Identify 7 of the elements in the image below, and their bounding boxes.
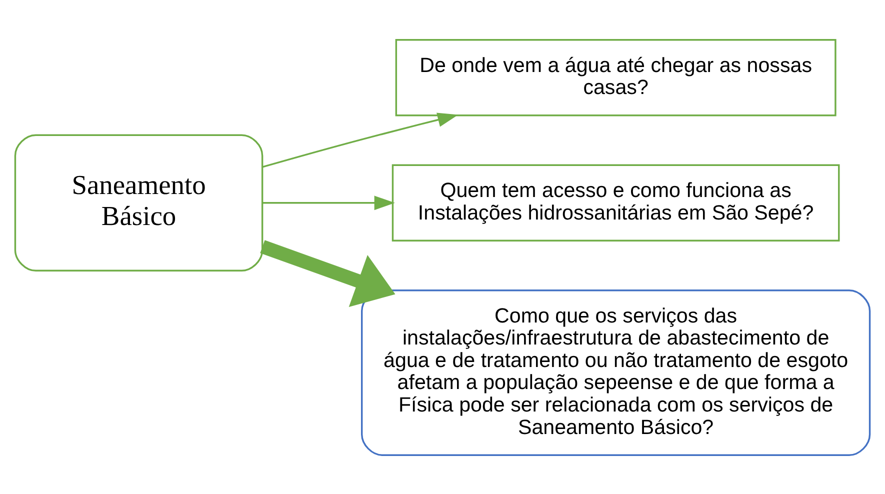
node-box: Saneamento Básico (14, 134, 264, 272)
arrow (260, 240, 396, 306)
arrow (262, 195, 395, 210)
node-box: Como que os serviços das instalações/infraestrutura de abastecimento de água e de tratamento ou não tratamento de esgoto afetam a população sepeense e de que forma a Física pode ser relacionada com os serviços de Saneamento Básico? (361, 289, 871, 456)
arrow (262, 112, 458, 168)
node-box: Quem tem acesso e como funciona as Instalações hidrossanitárias em São Sepé? (392, 164, 840, 241)
node-box: De onde vem a água até chegar as nossas casas? (395, 38, 836, 116)
